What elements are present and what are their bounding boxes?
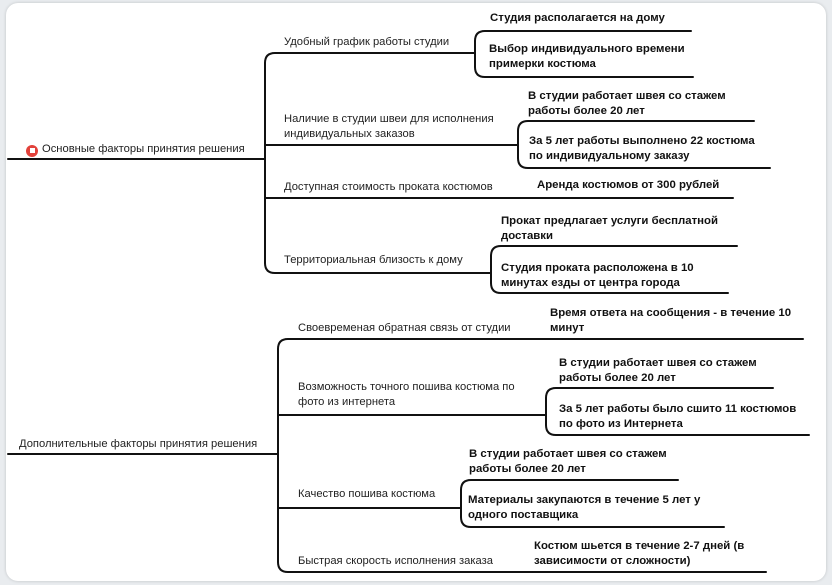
detail-line: одного поставщика xyxy=(468,508,579,521)
f13-bracket-branch-0 xyxy=(490,245,738,257)
detail-line: по фото из Интернета xyxy=(559,417,683,430)
f11-bracket-branch-0 xyxy=(517,120,755,132)
f11-bracket-branch-1 xyxy=(517,157,771,169)
detail-costumes-made[interactable]: За 5 лет работы выполнено 22 костюма по … xyxy=(529,134,755,163)
f22-bracket-branch-0 xyxy=(460,479,679,491)
factor-line: индивидуальных заказов xyxy=(284,127,415,140)
f10-bracket-branch-0 xyxy=(474,30,692,42)
detail-line: Время ответа на сообщения - в течение 10 xyxy=(550,307,792,319)
detail-line: Студия проката расположена в 10 xyxy=(501,262,694,274)
root2-bracket-branch-0 xyxy=(277,338,552,350)
factor-line: фото из интернета xyxy=(298,395,396,408)
detail-line: Выбор индивидуального времени xyxy=(489,43,685,55)
detail-rental-price[interactable]: Аренда костюмов от 300 рублей xyxy=(537,179,720,191)
detail-line: В студии работает швея со стажем xyxy=(559,357,757,369)
detail-seamstress-experience-3[interactable]: В студии работает швея со стажем работы … xyxy=(469,447,667,476)
detail-free-delivery[interactable]: Прокат предлагает услуги бесплатной дост… xyxy=(501,214,718,243)
factor-proximity[interactable]: Территориальная близость к дому xyxy=(284,254,463,266)
detail-line: В студии работает швея со стажем xyxy=(528,90,726,102)
detail-line: минут xyxy=(550,321,585,334)
connector-lines xyxy=(7,30,810,573)
factor-convenient-schedule[interactable]: Удобный график работы студии xyxy=(284,36,450,48)
factor-line: Возможность точного пошива костюма по xyxy=(298,381,515,393)
f10-bracket-branch-1 xyxy=(474,66,694,78)
root1-bracket-branch-0 xyxy=(264,52,476,64)
detail-home-studio[interactable]: Студия располагается на дому xyxy=(490,12,665,24)
detail-line: За 5 лет работы выполнено 22 костюма xyxy=(529,135,755,147)
factor-timely-feedback[interactable]: Своевременая обратная связь от студии xyxy=(298,322,511,334)
detail-line: работы более 20 лет xyxy=(559,371,676,384)
detail-line: доставки xyxy=(501,229,553,242)
f21-bracket-branch-0 xyxy=(545,387,774,399)
detail-line: работы более 20 лет xyxy=(528,104,645,117)
detail-photo-costumes[interactable]: За 5 лет работы было сшито 11 костюмов п… xyxy=(559,402,796,431)
factor-line: Наличие в студии швеи для исполнения xyxy=(284,113,494,125)
root-topic-additional-factors[interactable]: Дополнительные факторы принятия решения xyxy=(19,438,258,450)
root2-bracket-branch-3 xyxy=(277,561,534,573)
detail-line: по индивидуальному заказу xyxy=(529,149,690,162)
detail-line: В студии работает швея со стажем xyxy=(469,448,667,460)
detail-line: минутах езды от центра города xyxy=(501,276,680,289)
factor-affordable-price[interactable]: Доступная стоимость проката костюмов xyxy=(284,181,493,193)
detail-single-supplier[interactable]: Материалы закупаются в течение 5 лет у о… xyxy=(468,493,700,522)
detail-response-time[interactable]: Время ответа на сообщения - в течение 10… xyxy=(550,306,791,335)
f13-bracket-branch-1 xyxy=(490,282,729,294)
detail-production-time[interactable]: Костюм шьется в течение 2-7 дней (в зави… xyxy=(534,539,744,568)
f22-bracket-branch-1 xyxy=(460,516,725,528)
factor-seamstress-available[interactable]: Наличие в студии швеи для исполнения инд… xyxy=(284,112,494,141)
detail-line: примерки костюма xyxy=(489,57,596,70)
mindmap-canvas: Основные факторы принятия решения Удобны… xyxy=(6,3,826,581)
detail-seamstress-experience[interactable]: В студии работает швея со стажем работы … xyxy=(528,89,726,118)
detail-seamstress-experience-2[interactable]: В студии работает швея со стажем работы … xyxy=(559,356,757,385)
detail-line: Материалы закупаются в течение 5 лет у xyxy=(468,494,701,506)
detail-line: Костюм шьется в течение 2-7 дней (в xyxy=(534,540,745,552)
detail-line: Прокат предлагает услуги бесплатной xyxy=(501,215,719,227)
root1-bracket-branch-3 xyxy=(264,262,492,274)
factor-fast-execution[interactable]: Быстрая скорость исполнения заказа xyxy=(298,555,493,567)
flag-icon xyxy=(26,145,38,157)
detail-line: зависимости от сложности) xyxy=(534,554,691,567)
detail-studio-location[interactable]: Студия проката расположена в 10 минутах … xyxy=(501,261,694,290)
root-topic-main-factors[interactable]: Основные факторы принятия решения xyxy=(42,143,245,155)
detail-line: работы более 20 лет xyxy=(469,462,586,475)
factor-tailoring-quality[interactable]: Качество пошива костюма xyxy=(298,488,436,500)
detail-fitting-time[interactable]: Выбор индивидуального времени примерки к… xyxy=(489,42,685,71)
factor-photo-tailoring[interactable]: Возможность точного пошива костюма по фо… xyxy=(298,380,515,409)
f21-bracket-branch-1 xyxy=(545,424,810,436)
detail-line: За 5 лет работы было сшито 11 костюмов xyxy=(559,403,797,415)
